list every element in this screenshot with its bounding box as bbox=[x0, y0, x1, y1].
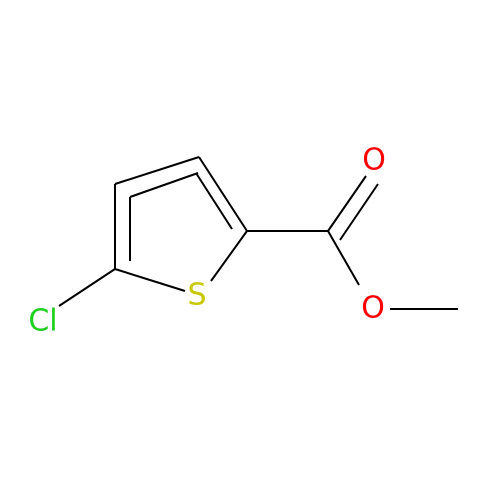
sulfur-atom-label: S bbox=[187, 278, 206, 313]
bond-c2-c3 bbox=[198, 156, 248, 232]
bond-c4-s bbox=[114, 268, 186, 292]
chlorine-atom-label: Cl bbox=[28, 304, 57, 339]
bond-c3-s bbox=[210, 230, 248, 282]
ester-oxygen-atom-label: O bbox=[361, 291, 385, 326]
bond-ccarbonyl-oester bbox=[327, 230, 360, 286]
bond-ccarbonyl-o-double-b bbox=[339, 183, 379, 241]
carbonyl-oxygen-atom-label: O bbox=[362, 143, 386, 178]
bond-c4-cl bbox=[58, 268, 116, 307]
bond-c1-c2-inner bbox=[129, 172, 199, 198]
bond-ccarbonyl-o-double-a bbox=[327, 175, 367, 232]
bond-c1-c2 bbox=[114, 156, 200, 185]
bond-c2-c3-inner bbox=[195, 172, 233, 230]
